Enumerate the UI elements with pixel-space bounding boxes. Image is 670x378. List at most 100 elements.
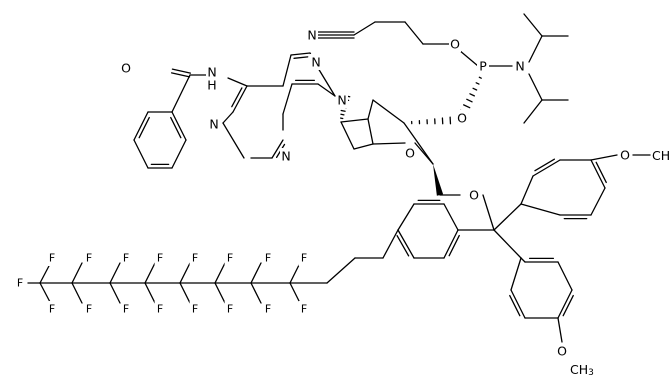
fluorine-label-17-backdrop xyxy=(46,301,58,317)
fluorine-label-13: F xyxy=(123,303,129,316)
amine-n-label-backdrop xyxy=(514,58,526,74)
c-f-bond xyxy=(250,262,262,284)
fluorine-label-4: F xyxy=(192,252,198,265)
cyanoethyl-bond xyxy=(404,21,424,45)
fluorine-label-15-backdrop xyxy=(14,275,26,291)
ester-o-label: O xyxy=(450,37,460,52)
c6-n-bond xyxy=(227,77,248,87)
purine-double-bond xyxy=(293,56,309,59)
purine-double-bond xyxy=(271,139,284,159)
fluorine-label-9: F xyxy=(265,303,271,316)
c-f-bond xyxy=(71,282,83,304)
ester-o-label-backdrop xyxy=(449,36,461,52)
aryl-bond xyxy=(557,261,573,291)
c-f-bond xyxy=(144,282,156,304)
purine-bond xyxy=(317,83,336,97)
c-f-bond xyxy=(39,263,51,284)
sugar-ring-bond xyxy=(372,142,406,145)
sugar-ring-bond xyxy=(340,121,355,150)
sugar-ring-o-label-backdrop xyxy=(404,145,416,161)
bond-lines xyxy=(27,13,651,343)
isopropyl-bond xyxy=(528,35,543,63)
aryl-bond xyxy=(520,203,561,216)
n7-label-backdrop xyxy=(310,54,322,70)
aryl-bond xyxy=(520,175,534,205)
phosphorus-label: P xyxy=(479,59,487,74)
methoxy-bond xyxy=(590,154,618,161)
n3-label-backdrop xyxy=(280,148,292,164)
amine-n-label: N xyxy=(515,59,524,74)
fluorine-label-4-backdrop xyxy=(189,250,201,266)
aryl-double-bond xyxy=(510,289,526,319)
fluorine-label-16-backdrop xyxy=(46,250,58,266)
aryl-double-bond xyxy=(595,161,607,184)
fluorine-label-12-backdrop xyxy=(154,301,166,317)
fluorine-label-15: F xyxy=(17,277,23,290)
isopropyl-bond xyxy=(523,99,543,124)
n3-label: N xyxy=(281,149,290,164)
methoxy-bond xyxy=(557,317,563,343)
fluorine-label-8-backdrop xyxy=(298,301,310,317)
phosphite-o-label: O xyxy=(457,111,467,126)
purine-double-bond xyxy=(232,85,248,113)
fluorine-label-2-backdrop xyxy=(262,250,274,266)
purine-bond xyxy=(317,67,336,97)
sugar-ring-bond xyxy=(414,142,434,165)
aryl-double-bond xyxy=(590,159,606,189)
fluorine-label-6: F xyxy=(123,252,129,265)
methyl-lower-label: CH3 xyxy=(570,362,594,378)
nitrile-n-label-backdrop xyxy=(306,27,318,43)
aryl-bond xyxy=(510,257,522,291)
c1-n9-hashed-bond xyxy=(340,109,346,112)
n1-label: N xyxy=(209,117,218,132)
carbonyl-double-bond xyxy=(170,72,191,78)
p-o-hashed-bond xyxy=(469,93,475,97)
p-o-hashed-bond xyxy=(475,82,480,85)
aryl-double-bond xyxy=(443,229,459,259)
purine-bond xyxy=(282,54,292,87)
fluorine-label-13-backdrop xyxy=(120,301,132,317)
fluorine-label-10: F xyxy=(227,303,233,316)
ethylene-bond xyxy=(326,257,356,284)
fluorine-label-7-backdrop xyxy=(83,250,95,266)
amide-o-label: O xyxy=(121,61,131,76)
isopropyl-bond xyxy=(523,13,543,37)
fluorine-label-3-backdrop xyxy=(224,250,236,266)
c1-n9-hashed-bond xyxy=(340,113,345,116)
purine-double-bond xyxy=(290,52,311,56)
nitrile-n-label: N xyxy=(307,28,316,43)
phenyl-double-bond xyxy=(138,116,150,139)
c-f-bond xyxy=(109,282,121,304)
trityl-bond xyxy=(493,203,522,231)
n9-label: N xyxy=(337,93,346,108)
fluorine-label-7: F xyxy=(86,252,92,265)
amide-h-label: H xyxy=(207,78,216,93)
c-f-bond xyxy=(179,282,191,304)
c-f-bond xyxy=(179,262,191,284)
phosphorus-label-backdrop xyxy=(477,58,489,74)
fluorine-label-1: F xyxy=(301,252,307,265)
n9-label-backdrop xyxy=(336,92,348,108)
purine-bond xyxy=(222,111,234,124)
sugar-ring-bond xyxy=(367,99,374,120)
c-f-bond xyxy=(289,262,301,284)
sugar-ring-bond xyxy=(340,118,369,123)
c-f-bond xyxy=(250,282,262,304)
fluorine-label-11-backdrop xyxy=(189,301,201,317)
p-o-hashed-bond xyxy=(466,98,473,103)
phenyl-double-bond xyxy=(170,116,182,139)
aryl-double-bond xyxy=(562,294,574,317)
purine-bond xyxy=(282,83,293,115)
methoxy-o-upper-label-backdrop xyxy=(619,147,631,163)
aryl-double-bond xyxy=(532,159,561,177)
isopropyl-bond xyxy=(528,73,543,101)
fluorine-label-16: F xyxy=(49,252,55,265)
aryl-double-bond xyxy=(509,294,521,317)
fluorine-label-5-backdrop xyxy=(154,250,166,266)
fluorine-label-12: F xyxy=(157,303,163,316)
c-f-bond xyxy=(109,262,121,284)
n1-label-backdrop xyxy=(208,116,220,132)
fluorine-label-3: F xyxy=(227,252,233,265)
fluorine-label-8: F xyxy=(301,303,307,316)
